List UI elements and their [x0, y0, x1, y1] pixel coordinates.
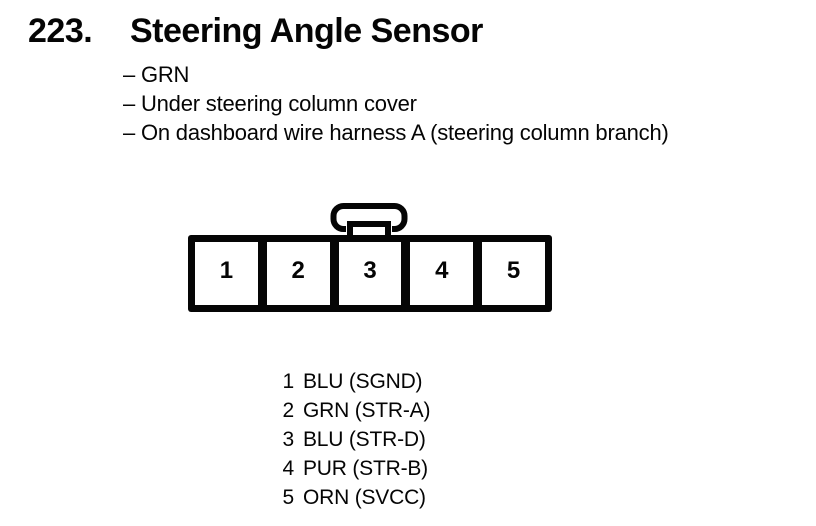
legend-wire-label: PUR (STR-B) [303, 457, 428, 480]
pin-number: 4 [435, 256, 449, 284]
legend-wire-label: BLU (STR-D) [303, 428, 426, 451]
legend-pin-number: 1 [282, 370, 295, 393]
connector-diagram: 1 2 3 4 5 [188, 235, 552, 312]
bullet-item: – GRN [123, 62, 190, 87]
connector-lock-tab-icon [330, 203, 408, 236]
pin-cell-5: 5 [482, 242, 545, 305]
bullet-list: – GRN – Under steering column cover – On… [123, 60, 669, 147]
pin-number: 2 [291, 256, 305, 284]
pin-number: 1 [219, 256, 234, 284]
legend-wire-label: GRN (STR-A) [303, 399, 431, 422]
pin-number: 5 [506, 256, 521, 284]
legend-row: 2 GRN (STR-A) [272, 396, 431, 425]
bullet-item: – Under steering column cover [123, 91, 417, 116]
pin-cell-4: 4 [410, 242, 474, 305]
legend-row: 4 PUR (STR-B) [272, 454, 430, 483]
pin-cell-2: 2 [266, 242, 330, 305]
pin-legend: 1 BLU (SGND) 2 GRN (STR-A) 3 BLU (STR-D)… [272, 367, 431, 512]
legend-wire-label: ORN (SVCC) [303, 486, 426, 509]
legend-pin-number: 4 [282, 457, 295, 480]
legend-row: 5 ORN (SVCC) [272, 483, 430, 512]
legend-pin-number: 3 [282, 428, 295, 451]
pin-cell-3: 3 [338, 242, 402, 305]
legend-row: 3 BLU (STR-D) [272, 425, 430, 454]
bullet-item: – On dashboard wire harness A (steering … [123, 120, 669, 145]
pin-number: 3 [363, 256, 377, 284]
page-title: Steering Angle Sensor [130, 12, 483, 50]
pin-cell-1: 1 [195, 242, 258, 305]
legend-row: 1 BLU (SGND) [272, 367, 430, 396]
legend-pin-number: 2 [282, 399, 295, 422]
item-number: 223. [28, 12, 93, 50]
legend-pin-number: 5 [282, 486, 295, 509]
legend-wire-label: BLU (SGND) [303, 370, 423, 393]
